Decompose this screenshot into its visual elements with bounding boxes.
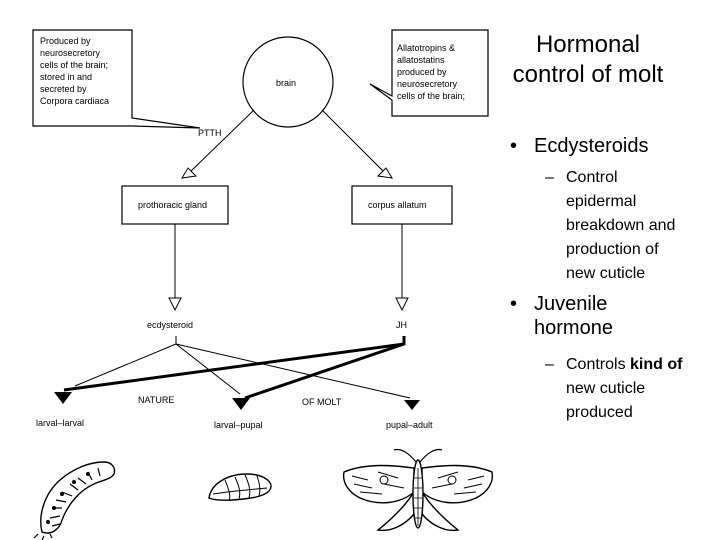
- sub-line: production of: [566, 241, 659, 258]
- callout-line: allatostatins: [397, 55, 445, 65]
- callout-line: Allatotropins &: [397, 43, 456, 53]
- corpus-allatum-label: corpus allatum: [368, 200, 427, 210]
- dash-char: –: [545, 169, 554, 186]
- of-molt-label: OF MOLT: [302, 397, 342, 407]
- sub-line: Control: [566, 169, 618, 186]
- bullet-juvenile-label: Juvenile hormone: [534, 292, 613, 340]
- jh-label: JH: [396, 320, 407, 330]
- moth-icon: [342, 448, 494, 532]
- sub-line: epidermal: [566, 193, 637, 210]
- arrow-larval-pupal: [232, 398, 250, 410]
- nature-label: NATURE: [138, 395, 175, 405]
- callout-line: secreted by: [40, 84, 87, 94]
- callout-line: neurosecretory: [40, 48, 101, 58]
- slide-title: Hormonal control of molt: [512, 31, 664, 88]
- ptth-label: PTTH: [198, 128, 222, 138]
- left-callout-box: [32, 29, 201, 129]
- callout-line: cells of the brain;: [397, 91, 466, 101]
- ecdysteroid-label: ecdysteroid: [147, 320, 194, 330]
- right-callout-text: Allatotropins & allatostatins produced b…: [397, 42, 465, 102]
- brain-circle: [242, 36, 334, 128]
- sub-line: new cuticle: [566, 265, 646, 282]
- callout-line: stored in and: [40, 72, 93, 82]
- sub-text: Controls: [566, 356, 631, 373]
- bullet-char: •: [510, 293, 518, 315]
- bullet-ecdysteroids-label: Ecdysteroids: [534, 135, 649, 157]
- arrow-to-corpus-allatum: [376, 167, 393, 179]
- right-callout-box: [369, 29, 489, 117]
- larval-pupal-label: larval–pupal: [214, 420, 263, 430]
- arrow-larval-larval: [54, 392, 72, 404]
- pupal-adult-label: pupal–adult: [386, 420, 433, 430]
- dash-char: –: [545, 356, 554, 373]
- label-line: hormone: [534, 317, 613, 339]
- sub-line: new cuticle: [566, 380, 646, 397]
- larval-larval-label: larval–larval: [36, 418, 85, 428]
- sub-emphasis: kind of: [630, 356, 683, 373]
- sub-line: produced: [566, 404, 633, 421]
- pupa-icon: [208, 473, 272, 501]
- corpus-allatum-box: [351, 185, 453, 225]
- callout-line: neurosecretory: [397, 79, 458, 89]
- left-callout-text: Produced by neurosecretory cells of the …: [40, 35, 109, 107]
- callout-line: Corpora cardiaca: [40, 96, 110, 106]
- sub-bullet-text: Controls kind of new cuticle produced: [566, 353, 682, 425]
- sub-line: Controls kind of: [566, 353, 682, 377]
- callout-line: cells of the brain;: [40, 60, 109, 70]
- sub-line: breakdown and: [566, 217, 676, 234]
- arrow-pupal-adult: [404, 400, 420, 410]
- prothoracic-gland-label: prothoracic gland: [138, 200, 208, 210]
- arrow-to-prothoracic: [181, 167, 198, 179]
- prothoracic-gland-box: [121, 185, 229, 225]
- callout-line: Produced by: [40, 36, 91, 46]
- arrow-to-ecdysteroid: [168, 297, 182, 312]
- label-line: Juvenile: [534, 293, 608, 315]
- sub-bullet-text: Control epidermal breakdown and producti…: [566, 166, 675, 286]
- bullet-char: •: [510, 135, 518, 157]
- brain-label: brain: [276, 78, 297, 88]
- callout-line: produced by: [397, 67, 447, 77]
- arrow-to-jh: [395, 297, 409, 312]
- caterpillar-icon: [33, 461, 116, 540]
